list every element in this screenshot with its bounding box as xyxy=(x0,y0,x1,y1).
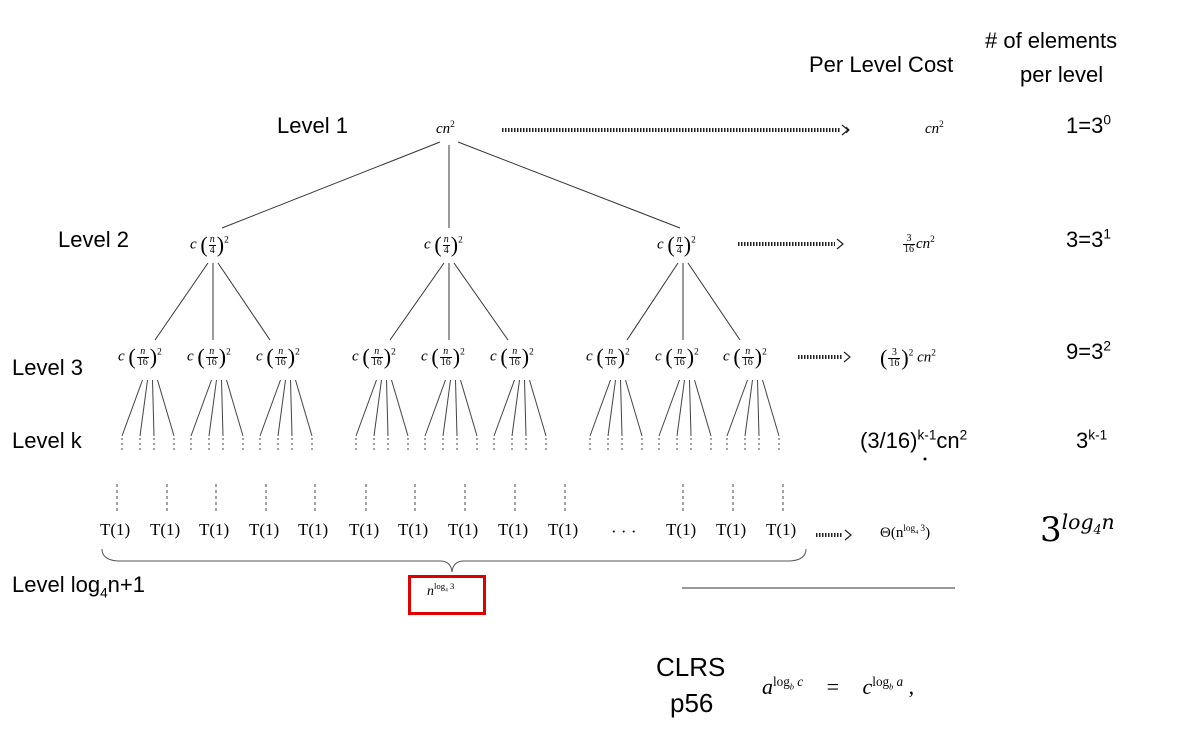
cost-leaves: Θ(nlog4 3) xyxy=(880,524,931,541)
leaf-node: T(1) xyxy=(349,520,380,539)
count-level-3: 9=32 xyxy=(1066,338,1111,364)
leaf-node: T(1) xyxy=(199,520,230,539)
leaf-node: T(1) xyxy=(498,520,529,539)
leaf-node: T(1) xyxy=(766,520,797,539)
leaf-ellipsis: · · · xyxy=(611,522,637,541)
level-k-label: Level k xyxy=(12,428,82,453)
level-1-label: Level 1 xyxy=(277,113,348,138)
clrs-label: CLRS xyxy=(656,652,726,682)
leaf-node: T(1) xyxy=(100,520,131,539)
log-identity-formula: alogb c = clogb a , xyxy=(762,673,915,699)
leaf-node: T(1) xyxy=(716,520,747,539)
clrs-page: p56 xyxy=(670,688,714,718)
cost-level-1: cn2 xyxy=(925,120,944,137)
count-level-k: 3k-1 xyxy=(1076,427,1108,453)
count-level-2: 3=31 xyxy=(1066,226,1111,252)
leaf-node: T(1) xyxy=(448,520,479,539)
leaf-node: T(1) xyxy=(249,520,280,539)
leaf-node: T(1) xyxy=(398,520,429,539)
count-leaves: 3log4n xyxy=(1040,509,1115,550)
leaf-sum-highlight-box xyxy=(408,575,486,615)
leaf-node: T(1) xyxy=(298,520,329,539)
elements-header-line1: # of elements xyxy=(985,28,1118,53)
level-3-label: Level 3 xyxy=(12,355,83,380)
per-level-cost-header: Per Level Cost xyxy=(809,52,954,77)
elements-header-line2: per level xyxy=(1020,62,1104,87)
leaf-node: T(1) xyxy=(150,520,181,539)
level-last-label: Level log4n+1 xyxy=(12,572,145,601)
level-2-label: Level 2 xyxy=(58,227,129,252)
leaf-sum: nlog4 3 xyxy=(427,581,455,599)
root-node: cn2 xyxy=(436,120,455,137)
cost-level-k: (3/16)k-1cn2 xyxy=(860,427,968,453)
leaf-node: T(1) xyxy=(666,520,697,539)
leaf-node: T(1) xyxy=(548,520,579,539)
count-level-1: 1=30 xyxy=(1066,112,1111,138)
